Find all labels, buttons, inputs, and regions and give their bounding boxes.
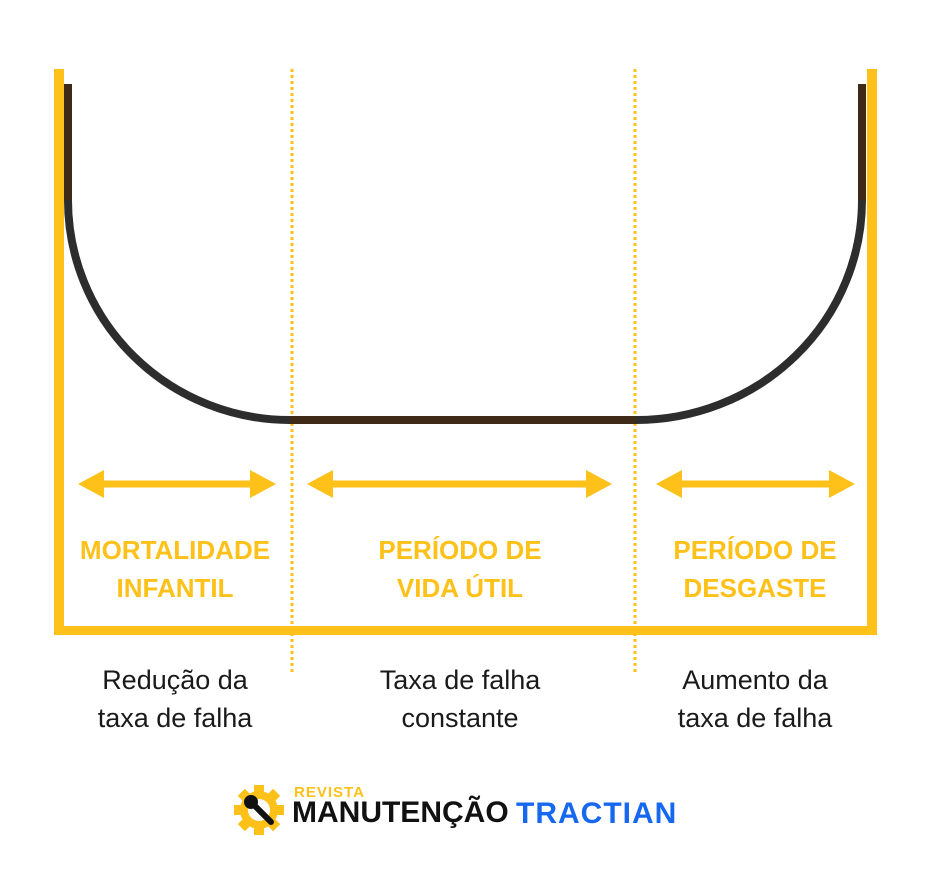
phase-desc-wear-out: Aumento da taxa de falha bbox=[625, 661, 885, 737]
right-axis bbox=[867, 69, 877, 635]
title-line: DESGASTE bbox=[683, 573, 827, 603]
gear-wrench-icon bbox=[234, 785, 284, 835]
phase-desc-infant-mortality: Redução da taxa de falha bbox=[45, 661, 305, 737]
arrow-1 bbox=[78, 470, 276, 498]
arrow-3 bbox=[656, 470, 855, 498]
desc-line: Redução da bbox=[102, 665, 248, 695]
phase-title-useful-life: PERÍODO DE VIDA ÚTIL bbox=[330, 531, 590, 607]
phase-desc-useful-life: Taxa de falha constante bbox=[330, 661, 590, 737]
title-line: PERÍODO DE bbox=[378, 535, 542, 565]
phase-title-wear-out: PERÍODO DE DESGASTE bbox=[625, 531, 885, 607]
desc-line: constante bbox=[401, 703, 519, 733]
title-line: INFANTIL bbox=[116, 573, 234, 603]
bottom-axis bbox=[54, 626, 877, 635]
desc-line: Taxa de falha bbox=[379, 665, 541, 695]
title-line: MORTALIDADE bbox=[79, 535, 271, 565]
title-line: VIDA ÚTIL bbox=[396, 573, 524, 603]
logo-revista-text: REVISTA bbox=[294, 784, 365, 801]
desc-line: taxa de falha bbox=[97, 703, 253, 733]
desc-line: taxa de falha bbox=[677, 703, 833, 733]
logo-tractian: TRACTIAN bbox=[516, 797, 678, 830]
desc-line: Aumento da bbox=[682, 665, 828, 695]
bathtub-curve bbox=[64, 199, 866, 424]
phase-title-infant-mortality: MORTALIDADE INFANTIL bbox=[45, 531, 305, 607]
logo-manutencao-text: MANUTENÇÃO bbox=[292, 796, 509, 829]
arrow-2 bbox=[307, 470, 612, 498]
title-line: PERÍODO DE bbox=[673, 535, 837, 565]
left-axis bbox=[54, 69, 64, 635]
